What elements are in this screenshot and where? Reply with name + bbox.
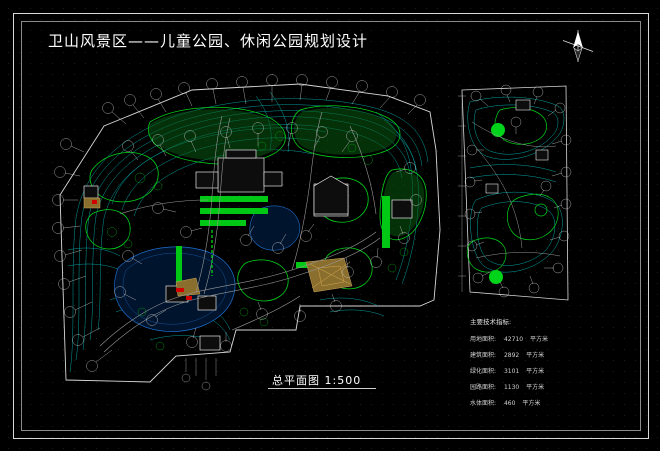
indicator-unit-2: 平方米 (526, 368, 545, 375)
plan-label-underline (268, 388, 376, 389)
indicator-value-4: 460 (503, 400, 516, 407)
north-arrow-icon (562, 30, 594, 63)
indicator-unit-4: 平方米 (522, 400, 541, 407)
indicator-label-2: 绿化面积: (470, 368, 497, 375)
indicator-value-1: 2892 (503, 352, 520, 359)
indicator-unit-0: 平方米 (529, 336, 548, 343)
indicator-label-3: 园路面积: (470, 384, 497, 391)
indicator-label-0: 用地面积: (470, 336, 497, 343)
indicator-label-1: 建筑面积: (470, 352, 497, 359)
indicator-value-2: 3101 (503, 368, 520, 375)
drawing-frame-inner (21, 21, 641, 431)
indicators-title: 主要技术指标: (470, 318, 512, 326)
indicator-unit-3: 平方米 (526, 384, 545, 391)
indicator-unit-1: 平方米 (526, 352, 545, 359)
indicator-label-4: 水体面积: (470, 400, 497, 407)
drawing-title: 卫山风景区——儿童公园、休闲公园规划设计 (48, 32, 369, 50)
drawing-frame-outer (13, 13, 649, 439)
plan-scale-label: 总平面图 1:500 (272, 374, 362, 387)
indicator-value-0: 42710 (503, 336, 524, 343)
indicator-value-3: 1130 (503, 384, 520, 391)
